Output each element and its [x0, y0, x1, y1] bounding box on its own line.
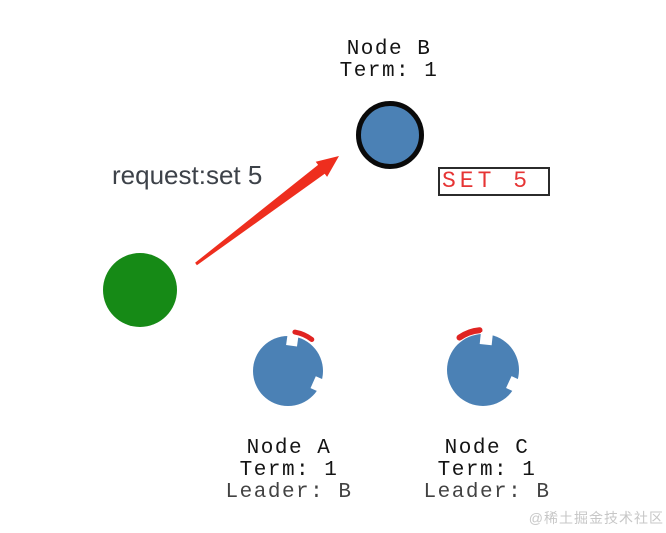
watermark: @稀土掘金技术社区	[528, 510, 664, 526]
node-b-circle	[356, 101, 424, 169]
node-c-term: Term: 1	[437, 459, 537, 482]
node-a-timer-arc	[292, 329, 315, 342]
node-c-notch-top	[479, 332, 493, 346]
node-a-notch-right	[310, 376, 328, 394]
client-circle	[103, 253, 177, 327]
node-a-leader: Leader: B	[225, 481, 353, 504]
node-b-label: Node B Term: 1	[340, 39, 439, 83]
node-a-notch-top	[286, 334, 299, 347]
node-a-circle	[253, 329, 328, 406]
node-c-notch-right	[506, 376, 524, 394]
node-c-body	[447, 334, 519, 406]
message-box: SET 5	[438, 167, 550, 196]
node-a-body	[253, 336, 323, 406]
node-b-name: Node B	[346, 38, 432, 61]
node-a-term: Term: 1	[239, 459, 339, 482]
node-c-leader: Leader: B	[423, 481, 551, 504]
node-c-label: Node C Term: 1 Leader: B	[424, 438, 551, 504]
node-c-name: Node C	[444, 437, 530, 460]
message-text: SET 5	[442, 168, 532, 194]
client-request-label: request:set 5	[112, 160, 263, 190]
node-b-term: Term: 1	[339, 60, 439, 83]
node-a-label: Node A Term: 1 Leader: B	[226, 438, 353, 504]
node-c-timer-arc	[456, 327, 483, 341]
node-c-circle	[447, 327, 524, 406]
node-a-name: Node A	[246, 437, 332, 460]
